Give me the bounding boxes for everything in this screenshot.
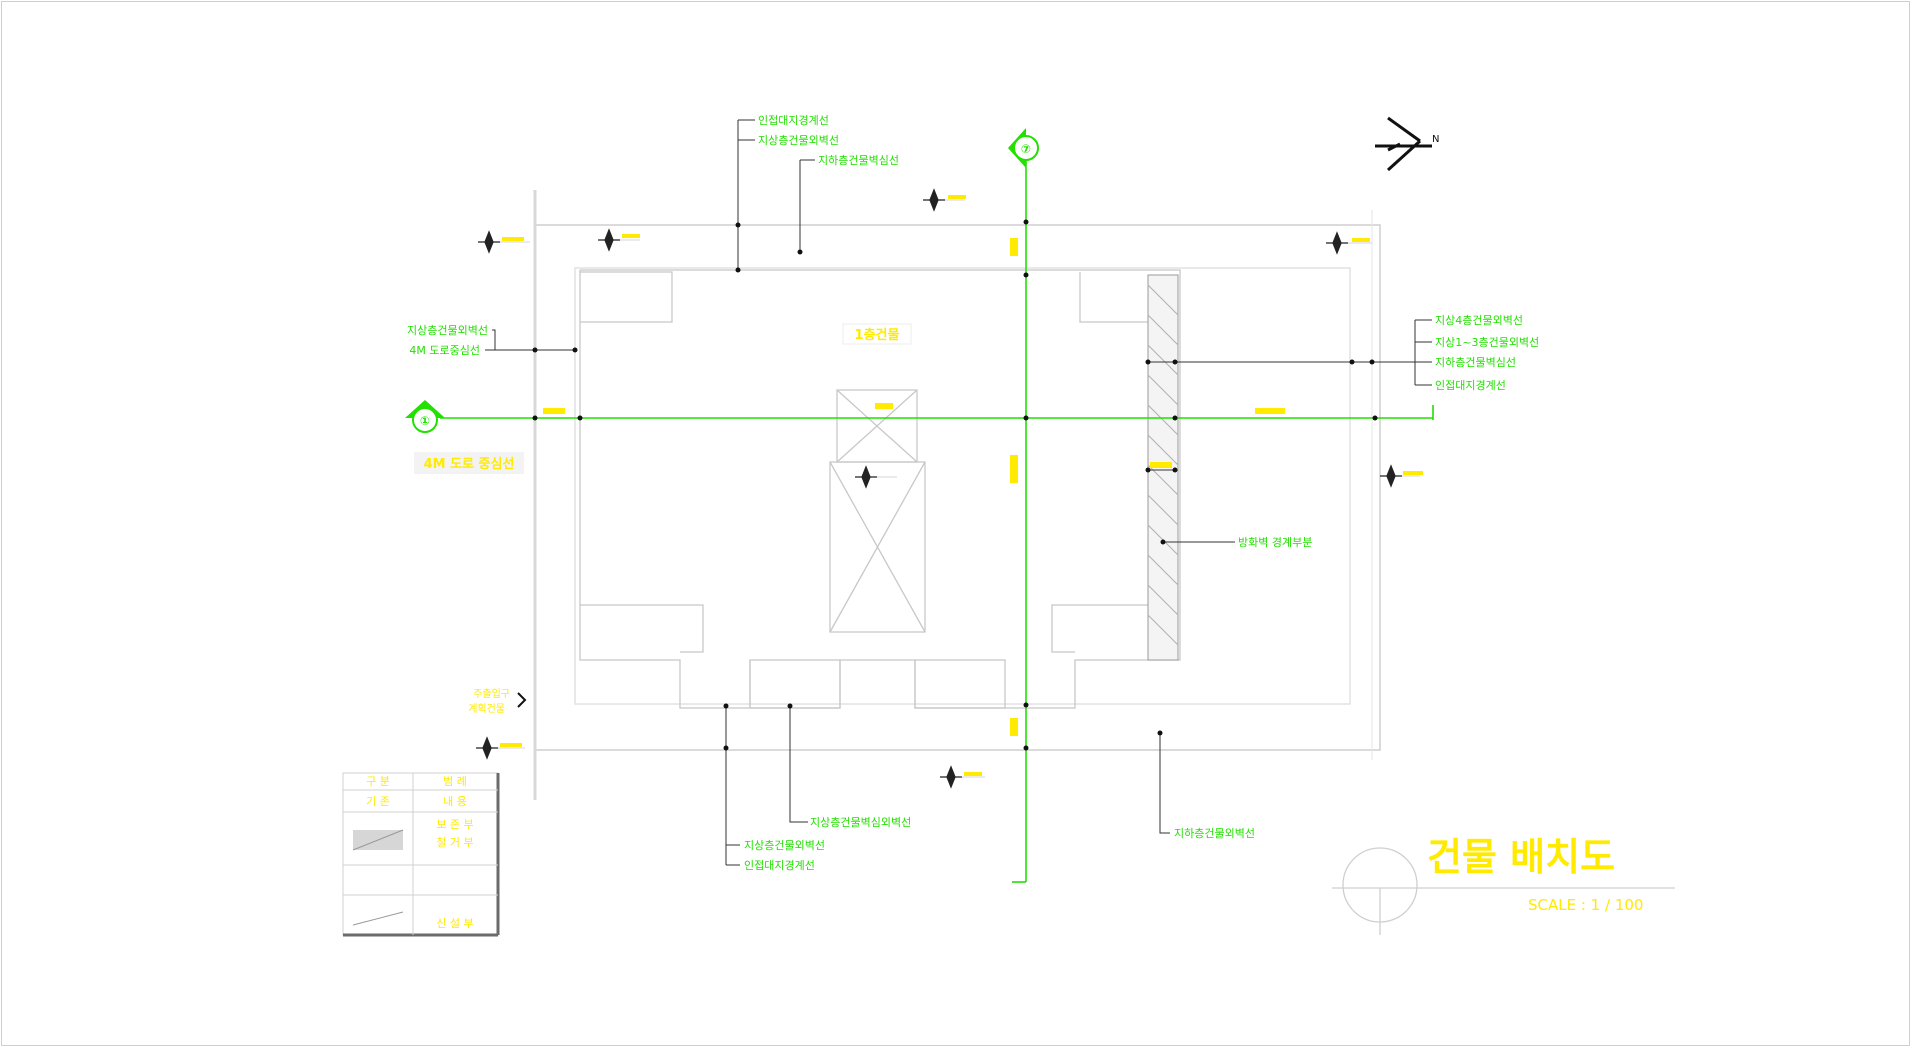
north-arrow-icon: N [1375, 116, 1439, 172]
callout-top-2: 지상층건물외벽선 [758, 134, 839, 147]
stair-core [829, 389, 926, 633]
axis-marker-left-label: ① [420, 414, 430, 428]
survey-point-2 [598, 228, 640, 252]
setback-line [574, 267, 1351, 705]
callout-bottom-right: 지하층건물외벽선 [1174, 826, 1255, 840]
drawing-scale: SCALE : 1 / 100 [1528, 896, 1643, 914]
callout-bottom-3: 인접대지경계선 [744, 859, 815, 872]
room-bottom-right [1051, 604, 1150, 653]
leader-bottom-2 [789, 706, 808, 823]
callout-bottom-1: 지상층건물벽심외벽선 [810, 816, 911, 829]
survey-points [476, 188, 1420, 789]
callout-right-4: 인접대지경계선 [1435, 379, 1506, 392]
road-centerline-tag: 4M 도로 중심선 [424, 456, 515, 472]
title-block: 건물 배치도 SCALE : 1 / 100 [1332, 835, 1675, 935]
callout-top-1: 인접대지경계선 [758, 114, 829, 127]
legend-header-legend: 범 례 [443, 775, 467, 788]
drawing-title: 건물 배치도 [1427, 835, 1615, 879]
survey-point-tags [500, 195, 1423, 776]
site-boundary [533, 190, 1381, 800]
dim-tag-1 [1010, 238, 1018, 256]
callout-right-1: 지상4층건물외벽선 [1435, 314, 1523, 327]
leader-bottom-right [1159, 733, 1170, 834]
axis-marker-left: ① [405, 400, 445, 433]
dim-tag-6 [875, 403, 893, 409]
entrance-label: 주출입구 [473, 687, 510, 700]
cross-2 [836, 389, 918, 463]
axis-marker-top-label: ⑦ [1021, 142, 1031, 156]
leader-left-1 [492, 329, 535, 351]
survey-point-8 [940, 765, 985, 789]
survey-point-3 [923, 188, 965, 212]
callout-top-3: 지하층건물벽심선 [818, 153, 899, 167]
planned-building-label: 계획건물 [468, 703, 505, 715]
dim-tag-5 [1255, 408, 1285, 414]
outer-lot-line [534, 224, 1381, 751]
cross-4 [829, 461, 926, 633]
yellow-labels: 1층건물 4M 도로 중심선 주출입구 계획건물 [414, 323, 912, 715]
survey-point-7 [476, 736, 525, 760]
fire-wall-hatch [1147, 284, 1179, 646]
callout-left-2: 4M 도로중심선 [409, 344, 480, 357]
callout-wall: 방화벽 경계부분 [1238, 536, 1312, 549]
axis-marker-top: ⑦ [1008, 128, 1039, 168]
callout-left-1: 지상층건물외벽선 [407, 324, 488, 337]
legend-row-5-col-2: 신 설 부 [436, 917, 473, 930]
leader-lines [485, 119, 1432, 866]
dim-tag-2 [1010, 455, 1018, 483]
room-bottom-center-right [914, 659, 1006, 709]
survey-point-6 [855, 465, 897, 489]
survey-point-4 [1326, 231, 1372, 255]
dim-tag-7 [1150, 462, 1172, 468]
grid-axes [440, 150, 1434, 883]
room-bottom-left [580, 604, 704, 653]
callout-right-2: 지상1~3층건물외벽선 [1435, 336, 1539, 349]
svg-text:N: N [1432, 134, 1439, 145]
legend-row-1-col-1: 기 존 [366, 795, 390, 808]
room-bottom-center-left [749, 659, 841, 709]
legend-row-3-col-2: 철 거 부 [436, 836, 473, 849]
legend-table: 구 분 범 례 기 존 내 용 보 존 부 철 거 부 신 설 부 [342, 772, 500, 937]
callout-right-3: 지하층건물벽심선 [1435, 355, 1516, 369]
building-label: 1층건물 [855, 327, 900, 343]
entrance-arrow-icon [517, 692, 527, 708]
dimension-tags [543, 238, 1285, 736]
dim-tag-4 [543, 408, 565, 414]
survey-point-1 [478, 230, 530, 254]
leader-dots [532, 219, 1378, 751]
room-top-left [580, 271, 673, 323]
survey-point-5 [1380, 464, 1420, 488]
legend-row-1-col-2: 내 용 [443, 795, 467, 808]
room-top-right [1079, 272, 1150, 323]
callout-bottom-2: 지상층건물외벽선 [744, 839, 825, 852]
dim-tag-3 [1010, 718, 1018, 736]
building-outline [579, 269, 1181, 709]
stair-core-lower [829, 461, 926, 633]
callout-texts: 인접대지경계선 지상층건물외벽선 지하층건물벽심선 지상층건물외벽선 4M 도로… [407, 114, 1539, 872]
legend-row-2-col-2: 보 존 부 [436, 818, 473, 831]
legend-header-category: 구 분 [366, 775, 390, 788]
